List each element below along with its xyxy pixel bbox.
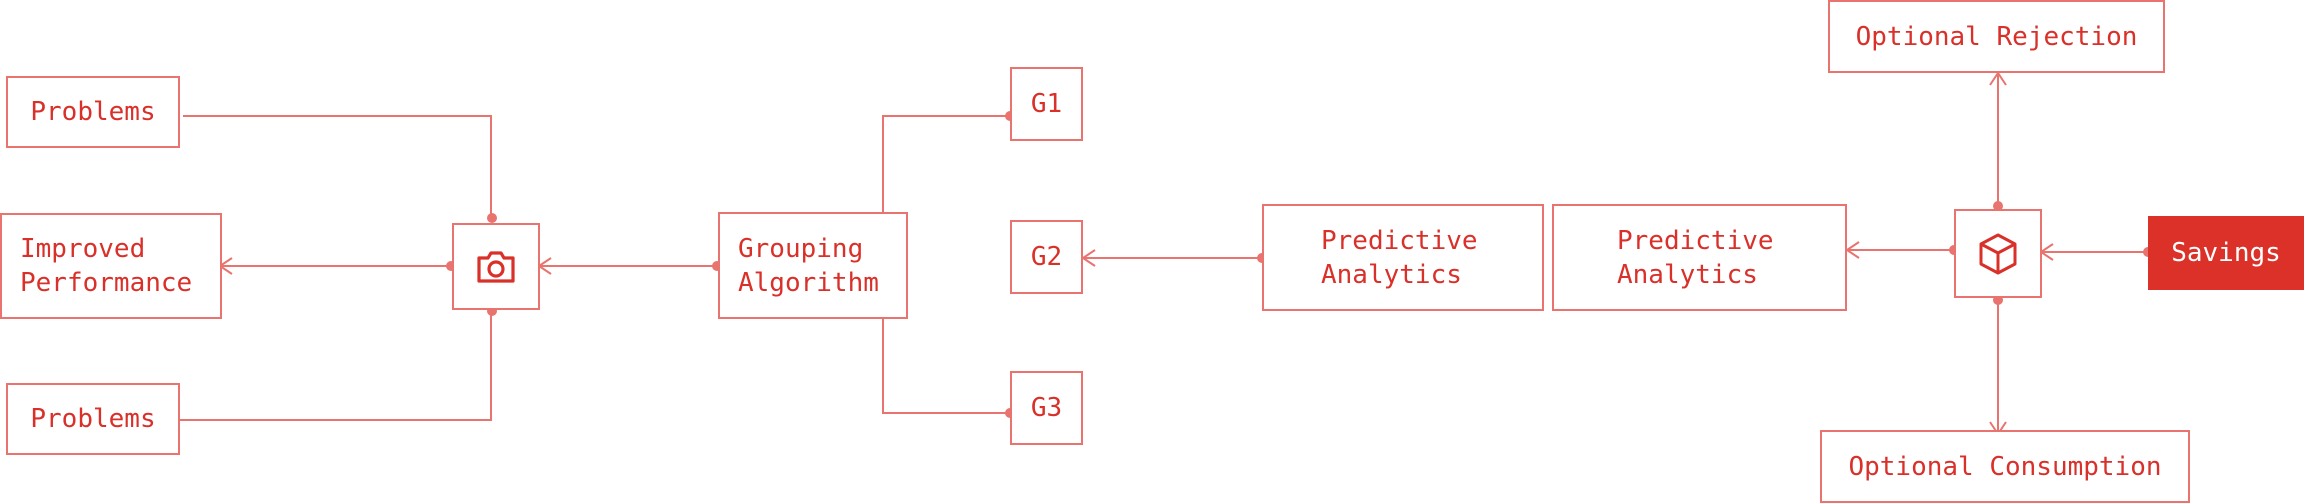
arrowhead-optional-rejection — [1989, 71, 2007, 86]
cube-hub[interactable] — [1954, 209, 2042, 298]
node-label: Grouping Algorithm — [738, 233, 879, 298]
node-label: Optional Consumption — [1848, 451, 2162, 482]
node-label: Problems — [30, 404, 156, 434]
node-g2[interactable]: G2 — [1010, 220, 1083, 294]
node-label: G1 — [1030, 89, 1063, 119]
node-label: G2 — [1030, 242, 1063, 272]
node-grouping-algorithm[interactable]: Grouping Algorithm — [718, 212, 908, 319]
node-predictive-analytics-2[interactable]: Predictive Analytics — [1552, 204, 1847, 311]
node-g1[interactable]: G1 — [1010, 67, 1083, 141]
camera-icon — [477, 250, 515, 283]
node-label: Optional Rejection — [1855, 21, 2138, 52]
node-optional-rejection[interactable]: Optional Rejection — [1828, 0, 2165, 73]
joint-dot — [487, 213, 497, 223]
node-label: Improved Performance — [20, 234, 193, 298]
node-label: G3 — [1030, 393, 1063, 423]
cube-icon — [1979, 233, 2017, 274]
arrowhead-g2 — [1081, 249, 1096, 267]
node-problems-bottom[interactable]: Problems — [6, 383, 180, 455]
node-optional-consumption[interactable]: Optional Consumption — [1820, 430, 2190, 503]
node-g3[interactable]: G3 — [1010, 371, 1083, 445]
connector-g3 — [882, 318, 1010, 414]
node-predictive-analytics-1[interactable]: Predictive Analytics — [1262, 204, 1544, 311]
node-label: Savings — [2171, 238, 2281, 268]
connector-g1 — [882, 115, 1010, 212]
camera-hub[interactable] — [452, 223, 540, 310]
node-label: Problems — [30, 97, 156, 127]
arrowhead-predictive-2 — [1845, 241, 1860, 259]
connector-problems-top — [183, 115, 492, 218]
node-savings[interactable]: Savings — [2148, 216, 2304, 290]
node-improved-performance[interactable]: Improved Performance — [0, 213, 222, 319]
node-problems-top[interactable]: Problems — [6, 76, 180, 148]
joint-dot — [1993, 201, 2003, 211]
node-label: Predictive Analytics — [1321, 225, 1478, 290]
node-label: Predictive Analytics — [1617, 225, 1774, 290]
connector-problems-bottom — [178, 311, 492, 421]
